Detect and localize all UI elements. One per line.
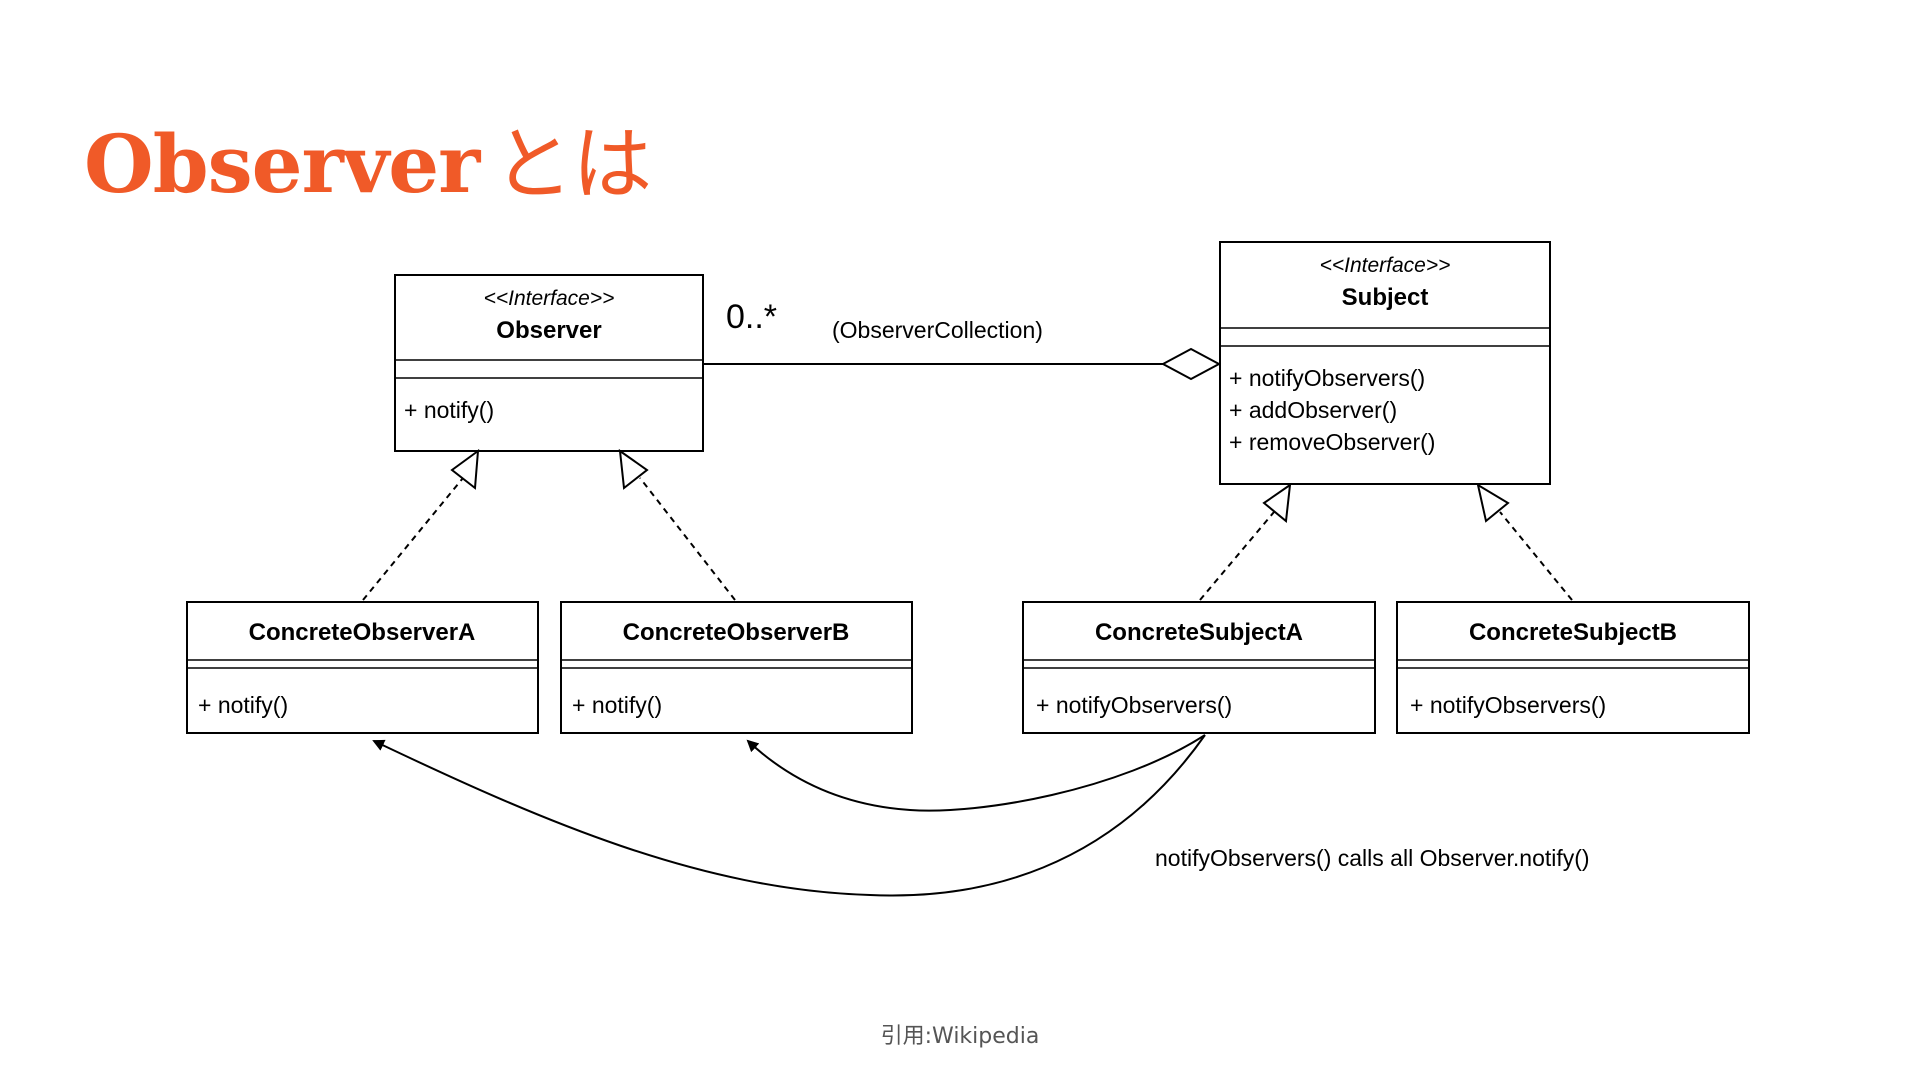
subject-op-add-observer: + addObserver() <box>1229 397 1397 423</box>
realization-observer-a <box>362 448 480 601</box>
concrete-observer-b-name: ConcreteObserverB <box>623 619 850 646</box>
concrete-observer-a-box: ConcreteObserverA + notify() <box>186 601 539 734</box>
concrete-subject-b-name: ConcreteSubjectB <box>1469 619 1677 646</box>
subject-op-notify-observers: + notifyObservers() <box>1229 365 1425 391</box>
title-suffix: とは <box>493 118 652 211</box>
realization-subject-a <box>1199 482 1292 601</box>
subject-interface-box: <<Interface>> Subject + notifyObservers(… <box>1219 241 1551 485</box>
observer-name: Observer <box>496 317 601 344</box>
association-multiplicity: 0..* <box>726 298 777 336</box>
subject-stereotype: <<Interface>> <box>1320 254 1451 277</box>
concrete-subject-b-box: ConcreteSubjectB + notifyObservers() <box>1396 601 1750 734</box>
aggregation-diamond <box>1160 347 1222 381</box>
concrete-subject-a-op: + notifyObservers() <box>1036 692 1232 718</box>
title-main: Observer <box>84 117 480 211</box>
realization-observer-b <box>618 448 736 601</box>
subject-op-remove-observer: + removeObserver() <box>1229 429 1435 455</box>
concrete-observer-a-name: ConcreteObserverA <box>249 619 476 646</box>
observer-op-notify: + notify() <box>404 397 494 423</box>
concrete-subject-b-op: + notifyObservers() <box>1410 692 1606 718</box>
concrete-observer-a-op: + notify() <box>198 692 288 718</box>
concrete-observer-b-op: + notify() <box>572 692 662 718</box>
subject-name: Subject <box>1342 284 1429 311</box>
source-caption: 引用:Wikipedia <box>880 1024 1040 1049</box>
concrete-subject-a-box: ConcreteSubjectA + notifyObservers() <box>1022 601 1376 734</box>
aggregation-association: 0..* (ObserverCollection) <box>703 298 1222 381</box>
observer-interface-box: <<Interface>> Observer + notify() <box>394 274 704 452</box>
observer-stereotype: <<Interface>> <box>484 287 615 310</box>
notify-note: notifyObservers() calls all Observer.not… <box>1155 845 1590 871</box>
notify-curve-to-observer-b <box>746 734 1206 812</box>
concrete-subject-a-name: ConcreteSubjectA <box>1095 619 1303 646</box>
concrete-observer-b-box: ConcreteObserverB + notify() <box>560 601 913 734</box>
association-role: (ObserverCollection) <box>832 317 1043 343</box>
notify-curve-to-observer-a <box>372 734 1206 897</box>
realization-subject-b <box>1476 482 1573 601</box>
